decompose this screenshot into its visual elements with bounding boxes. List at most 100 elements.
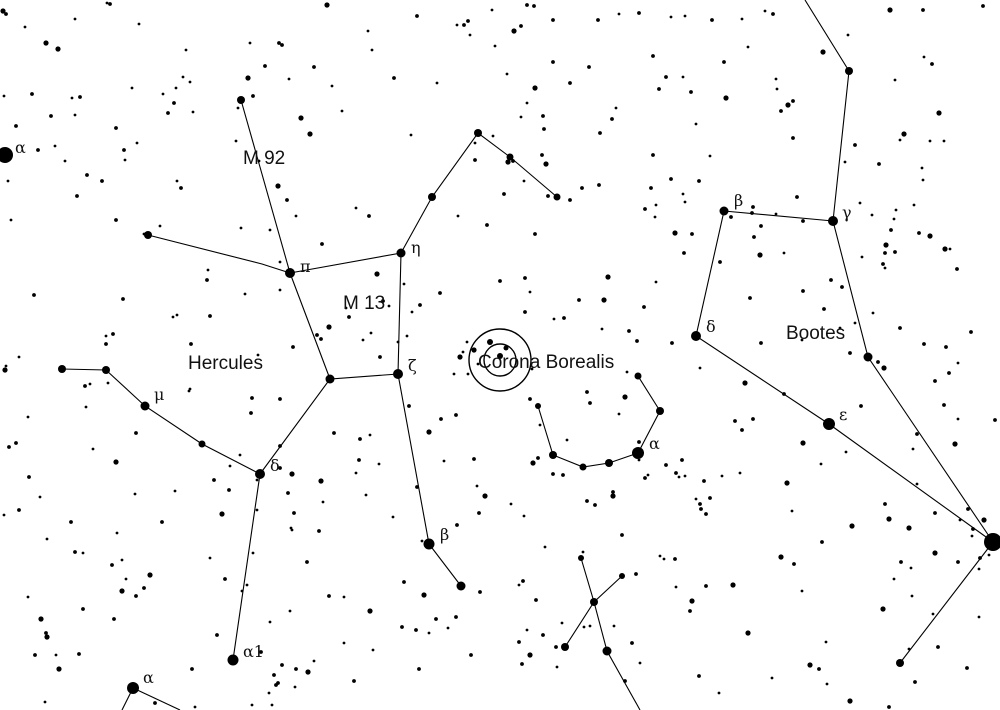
faint-star — [722, 60, 726, 64]
faint-star — [184, 48, 188, 52]
faint-star — [801, 289, 805, 293]
faint-star — [653, 215, 657, 219]
faint-star — [153, 701, 157, 705]
faint-star — [400, 625, 404, 629]
faint-star — [4, 364, 8, 368]
star-label-eta: η — [411, 238, 421, 257]
faint-star — [708, 154, 712, 158]
faint-star — [530, 367, 534, 371]
faint-star — [657, 87, 661, 91]
faint-star — [674, 471, 678, 475]
faint-star — [825, 682, 829, 686]
faint-star — [610, 493, 616, 499]
faint-star — [740, 17, 744, 21]
faint-star — [511, 28, 517, 34]
faint-star — [601, 297, 607, 303]
faint-star — [965, 666, 969, 670]
faint-star — [912, 203, 916, 207]
faint-star — [298, 115, 304, 121]
faint-star — [505, 72, 509, 76]
faint-star — [596, 18, 600, 22]
hercules-line-west — [147, 234, 291, 274]
faint-star — [255, 478, 259, 482]
faint-star — [778, 554, 784, 560]
faint-star — [612, 624, 616, 628]
faint-star — [893, 250, 897, 254]
faint-star — [374, 271, 380, 277]
faint-star — [26, 415, 30, 419]
faint-star — [920, 166, 924, 170]
star — [656, 407, 664, 415]
faint-star — [651, 153, 655, 157]
faint-star — [174, 86, 178, 90]
bootes-line-beta — [723, 210, 834, 222]
star — [198, 440, 206, 448]
faint-star — [533, 232, 537, 236]
faint-star — [88, 382, 92, 386]
faint-star — [193, 705, 197, 709]
star — [487, 339, 493, 345]
faint-star — [759, 224, 763, 228]
faint-star — [795, 195, 799, 199]
faint-star — [536, 456, 540, 460]
faint-star — [435, 81, 439, 85]
faint-star — [543, 161, 549, 167]
faint-star — [792, 562, 796, 566]
star-label-delta-boo: δ — [706, 317, 716, 336]
target-outer-ring — [468, 328, 532, 392]
faint-star — [275, 183, 281, 189]
faint-star — [522, 514, 526, 518]
star — [578, 555, 584, 561]
faint-star — [774, 212, 778, 216]
star — [634, 372, 642, 380]
faint-star — [688, 609, 692, 613]
faint-star — [843, 160, 847, 164]
labels: M 92 M 13 Hercules Corona Borealis Boote… — [15, 138, 852, 687]
faint-star — [502, 192, 506, 196]
faint-star — [420, 539, 424, 543]
star — [497, 353, 503, 359]
faint-star — [189, 342, 193, 346]
faint-star — [274, 683, 278, 687]
faint-star — [352, 679, 356, 683]
bright-stars — [0, 67, 1000, 694]
faint-star — [307, 131, 313, 137]
faint-star — [817, 667, 821, 671]
faint-star — [124, 577, 128, 581]
faint-star — [206, 268, 210, 272]
faint-star — [219, 511, 225, 517]
faint-star — [482, 493, 488, 499]
faint-star — [525, 3, 529, 7]
faint-star — [674, 585, 678, 589]
faint-star — [552, 317, 556, 321]
faint-star — [462, 23, 466, 27]
faint-star — [407, 404, 411, 408]
faint-star — [112, 617, 116, 621]
star — [535, 403, 541, 409]
faint-star — [381, 299, 385, 303]
faint-star — [977, 567, 981, 571]
faint-star — [784, 480, 790, 486]
faint-star — [901, 131, 907, 137]
faint-star — [368, 433, 372, 437]
faint-star — [870, 213, 874, 217]
faint-star — [83, 384, 87, 388]
faint-star — [906, 525, 912, 531]
faint-star — [417, 667, 421, 671]
star-label-beta-boo: β — [734, 191, 743, 210]
faint-star — [27, 475, 31, 479]
faint-star — [966, 507, 970, 511]
faint-star — [948, 247, 952, 251]
faint-star — [622, 394, 628, 400]
faint-star — [250, 703, 254, 707]
faint-star — [662, 557, 666, 561]
star — [423, 538, 435, 550]
faint-star — [730, 582, 736, 588]
faint-star — [560, 621, 564, 625]
faint-star — [801, 219, 805, 223]
faint-star — [541, 633, 545, 637]
faint-star — [614, 106, 618, 110]
faint-star — [562, 316, 566, 320]
faint-star — [733, 419, 737, 423]
